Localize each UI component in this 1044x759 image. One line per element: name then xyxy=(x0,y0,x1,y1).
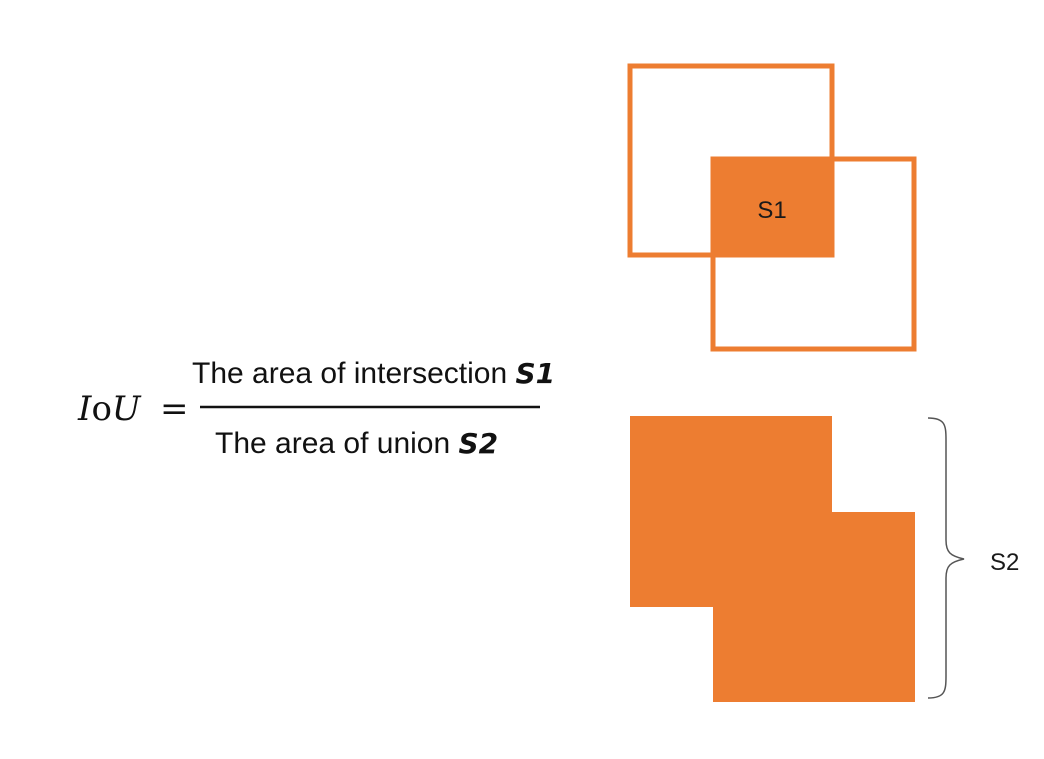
denominator-symbol: S2 xyxy=(459,427,499,460)
denominator-text: The area of union xyxy=(215,427,459,460)
union-region xyxy=(630,416,915,702)
numerator-symbol: S1 xyxy=(516,357,556,390)
formula-lhs-i: I xyxy=(77,389,92,429)
formula-lhs: IoU xyxy=(77,389,142,429)
union-brace xyxy=(927,417,965,699)
formula-denominator: The area of union S2 xyxy=(215,427,498,460)
union-illustration: S2 xyxy=(630,416,1019,702)
formula-lhs-o: o xyxy=(91,389,111,429)
intersection-label: S1 xyxy=(757,197,786,224)
formula-numerator: The area of intersection S1 xyxy=(192,357,555,390)
intersection-region xyxy=(711,157,834,257)
numerator-text: The area of intersection xyxy=(192,357,516,390)
iou-formula: IoU = The area of intersection S1 The ar… xyxy=(77,357,555,460)
intersection-illustration: S1 xyxy=(627,63,917,352)
formula-lhs-u: U xyxy=(112,389,142,429)
formula-equals: = xyxy=(160,389,189,429)
union-label: S2 xyxy=(990,549,1019,576)
